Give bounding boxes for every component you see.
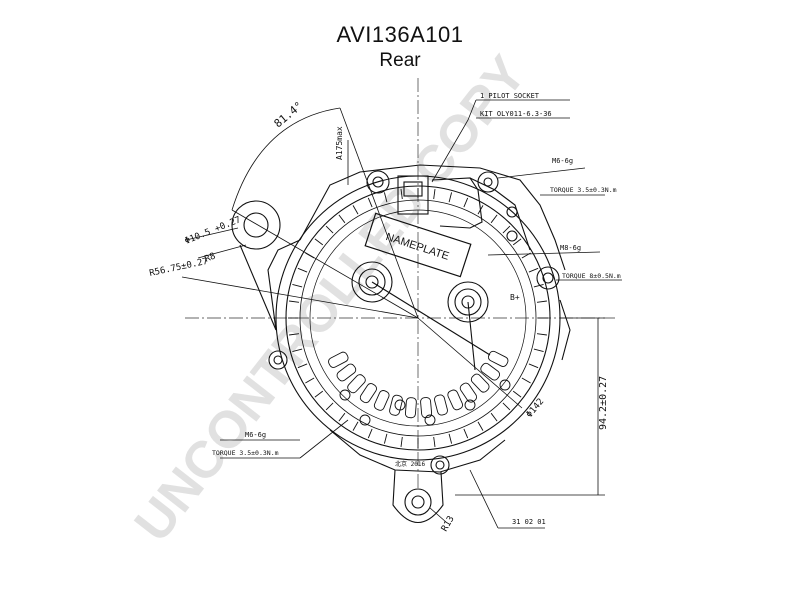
cooling-slot — [463, 197, 469, 208]
rivets — [339, 379, 511, 426]
cooling-slot — [338, 412, 346, 422]
cooling-slot — [433, 189, 436, 200]
label-dim-r: R8 — [203, 251, 217, 264]
bottom-mount-lug — [392, 469, 444, 523]
label-plug-line1: 1 PILOT SOCKET — [480, 92, 540, 100]
cooling-slot — [512, 238, 522, 246]
inner-vent — [420, 397, 433, 419]
cooling-slot — [292, 348, 303, 353]
part-number-title: AVI136A101 — [336, 22, 464, 47]
label-nut-mid: M8-6g — [560, 244, 581, 252]
inner-vent — [328, 351, 349, 368]
cooling-slots — [288, 188, 548, 448]
cooling-slot — [325, 225, 334, 234]
cooling-slot — [463, 428, 469, 439]
cooling-slot — [297, 363, 308, 369]
watermark-text: UNCONTROLLED COPY — [124, 45, 538, 552]
label-angle-top: 81.4° — [272, 99, 306, 130]
cooling-slot — [477, 421, 484, 431]
dimension-lines — [181, 99, 622, 529]
label-b-plus: B+ — [510, 293, 520, 302]
cooling-slot — [367, 197, 373, 208]
cooling-slot — [352, 421, 359, 431]
inner-vent — [359, 383, 377, 404]
cooling-slot — [305, 377, 315, 384]
label-dim-94: 94.2±0.27 — [598, 376, 609, 430]
label-dim-r13: R13 — [440, 514, 457, 533]
inner-vent — [480, 362, 501, 381]
cooling-slot — [383, 192, 388, 203]
cooling-slot — [400, 189, 403, 200]
connector-block — [397, 175, 531, 251]
inner-vent — [336, 363, 357, 382]
label-nut-top: M6-6g — [552, 157, 573, 165]
cooling-slot — [325, 402, 334, 411]
inner-vent — [447, 389, 464, 411]
cooling-slot — [533, 348, 544, 353]
cooling-slot — [352, 205, 359, 215]
cooling-slot — [512, 390, 522, 398]
label-dim-136: R56.75±0.27 — [149, 257, 209, 279]
cooling-slot — [536, 300, 547, 303]
cooling-slot — [536, 333, 547, 336]
inner-vent — [404, 397, 417, 419]
cooling-slot — [367, 428, 373, 439]
label-max-mark: A175max — [335, 126, 344, 160]
cooling-slot — [502, 225, 511, 234]
cooling-slot — [528, 363, 539, 369]
label-torque-left: TORQUE 3.5±0.3N.m — [212, 449, 279, 457]
label-plug-line2: KIT OLY011-6.3-36 — [480, 110, 552, 118]
terminal-studs — [351, 261, 491, 371]
inner-vent — [459, 382, 478, 403]
cooling-slot — [521, 377, 531, 384]
cooling-slot — [297, 267, 308, 273]
cooling-slot — [433, 436, 436, 447]
label-dim-10: Φ10.5 +0.27 — [183, 215, 242, 247]
cooling-slot — [448, 192, 453, 203]
cooling-slot — [502, 402, 511, 411]
inner-vent — [347, 374, 366, 394]
left-pivot — [231, 200, 281, 331]
cooling-slot — [289, 300, 300, 303]
view-subtitle: Rear — [379, 50, 421, 71]
cooling-slot — [528, 267, 539, 273]
label-torque-top: TORQUE 3.5±0.3N.m — [550, 186, 617, 194]
cooling-slot — [383, 433, 388, 444]
cooling-slot — [533, 283, 544, 288]
cooling-slot — [292, 283, 303, 288]
inner-vent — [434, 394, 448, 416]
label-bottom-mark: 北京 2016 — [395, 460, 425, 468]
cooling-slot — [338, 214, 346, 224]
mounting-ears — [268, 170, 560, 475]
cooling-slot — [314, 238, 324, 246]
label-torque-mid: TORQUE 8±0.5N.m — [562, 272, 621, 280]
alternator-housing — [267, 164, 571, 473]
cooling-slot — [289, 333, 300, 336]
cooling-slot — [490, 214, 498, 224]
inner-vent — [470, 373, 490, 393]
cooling-slot — [314, 390, 324, 398]
cooling-slot — [448, 433, 453, 444]
cooling-slot — [490, 412, 498, 422]
label-bottom-code: 31 02 01 — [512, 518, 546, 526]
inner-vent — [389, 394, 403, 416]
label-nut-left: M6-6g — [245, 431, 266, 439]
cooling-slot — [400, 436, 403, 447]
label-dim-142: Φ142 — [525, 397, 547, 420]
inner-vent — [373, 390, 390, 411]
